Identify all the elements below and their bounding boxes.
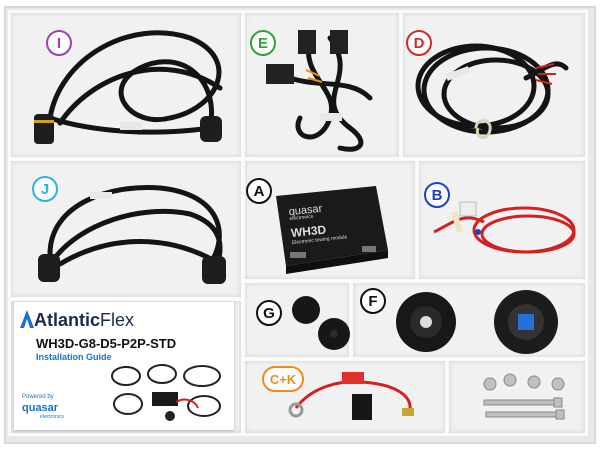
atlanticflex-logo-icon bbox=[20, 310, 34, 328]
label-j: J bbox=[32, 176, 58, 202]
hardware-bolts-icon bbox=[483, 373, 565, 420]
label-e: E bbox=[250, 30, 276, 56]
socket-f-icon bbox=[396, 290, 558, 354]
wire-b-icon bbox=[433, 201, 576, 254]
brand-name: AtlanticFlex bbox=[34, 310, 135, 330]
label-i: I bbox=[46, 30, 72, 56]
label-d: D bbox=[406, 30, 432, 56]
label-a: A bbox=[246, 178, 272, 204]
label-b: B bbox=[424, 182, 450, 208]
quasar-sub: electronics bbox=[40, 414, 64, 420]
module-a-icon bbox=[276, 186, 388, 274]
kit-thumbnail-icon bbox=[111, 364, 221, 421]
compartment-d bbox=[400, 10, 588, 160]
label-ck: C+K bbox=[262, 366, 304, 392]
grommets-g-icon bbox=[292, 296, 350, 350]
quasar-logo: quasar bbox=[22, 402, 59, 414]
harness-e-icon bbox=[266, 30, 373, 152]
installation-guide-card: AtlanticFlex WH3D-G8-D5-P2P-STD Installa… bbox=[14, 302, 234, 430]
harness-d-icon bbox=[415, 43, 569, 139]
powered-by-text: Powered by bbox=[22, 394, 54, 400]
product-sku: WH3D-G8-D5-P2P-STD bbox=[36, 336, 177, 351]
harness-i-icon bbox=[34, 30, 223, 144]
label-g: G bbox=[256, 300, 282, 326]
harness-j-icon bbox=[38, 185, 226, 284]
compartment-hardware bbox=[446, 358, 588, 436]
guide-title: Installation Guide bbox=[36, 352, 112, 362]
fuse-ck-icon bbox=[288, 372, 414, 420]
module-text: quasar electronics WH3D Electronic towin… bbox=[288, 198, 372, 246]
label-f: F bbox=[360, 288, 386, 314]
